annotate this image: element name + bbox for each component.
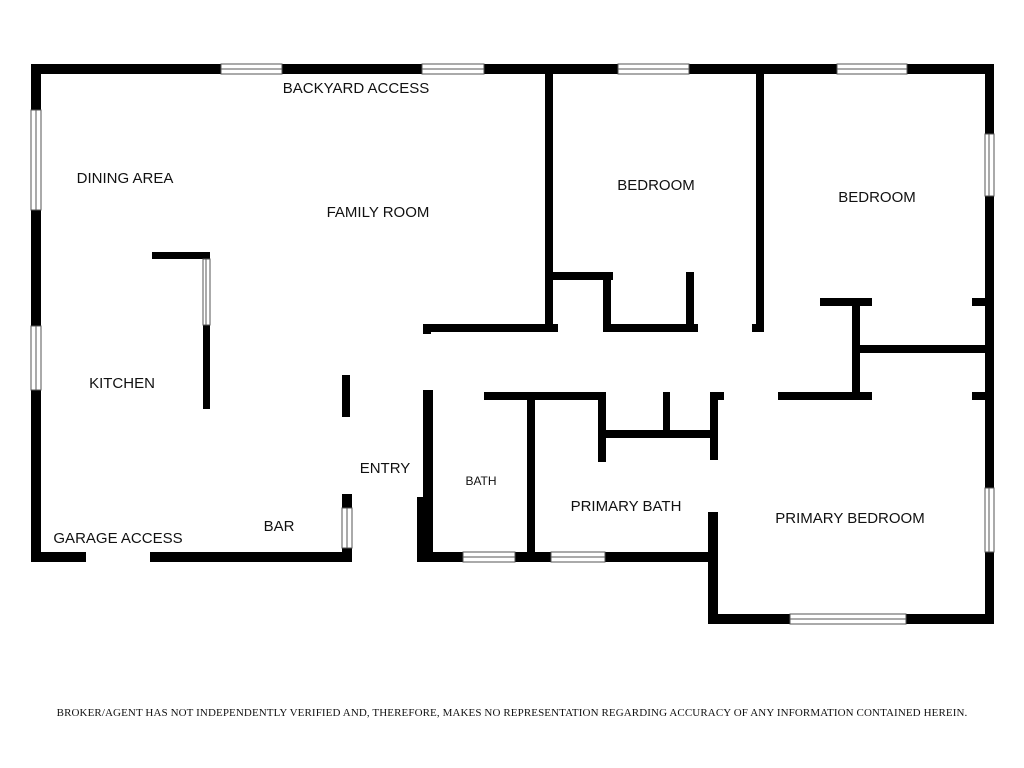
- wall: [985, 552, 994, 622]
- dining-area-label: DINING AREA: [77, 170, 174, 187]
- wall: [515, 552, 551, 562]
- walls: [31, 64, 994, 624]
- wall: [342, 494, 352, 508]
- wall: [545, 272, 613, 280]
- wall: [820, 298, 872, 306]
- wall: [708, 512, 718, 624]
- wall: [31, 64, 41, 110]
- wall: [545, 64, 553, 332]
- wall: [985, 196, 994, 488]
- wall: [282, 64, 422, 74]
- wall: [686, 272, 694, 330]
- wall: [417, 552, 463, 562]
- wall: [423, 324, 558, 332]
- wall: [778, 392, 872, 400]
- wall: [605, 552, 718, 562]
- wall: [31, 64, 221, 74]
- wall: [907, 64, 994, 74]
- backyard-access-label: BACKYARD ACCESS: [283, 80, 429, 97]
- primary-bedroom-label: PRIMARY BEDROOM: [775, 510, 924, 527]
- wall: [906, 614, 994, 624]
- wall: [972, 392, 994, 400]
- family-room-label: FAMILY ROOM: [327, 204, 430, 221]
- kitchen-label: KITCHEN: [89, 375, 155, 392]
- wall: [417, 497, 431, 562]
- wall: [710, 392, 718, 460]
- windows: [30, 63, 995, 625]
- wall: [756, 64, 764, 332]
- disclaimer-text: BROKER/AGENT HAS NOT INDEPENDENTLY VERIF…: [56, 707, 968, 719]
- wall: [603, 272, 611, 332]
- wall: [985, 64, 994, 134]
- bar-label: BAR: [264, 518, 295, 535]
- entry-label: ENTRY: [360, 460, 411, 477]
- bedroom-2-label: BEDROOM: [838, 189, 916, 206]
- wall: [663, 392, 670, 434]
- garage-access-label: GARAGE ACCESS: [53, 530, 182, 547]
- wall: [852, 345, 994, 353]
- wall: [484, 392, 606, 400]
- wall: [710, 392, 724, 400]
- bath-label: BATH: [465, 474, 496, 488]
- wall: [423, 324, 431, 334]
- wall: [342, 548, 352, 562]
- wall: [31, 552, 86, 562]
- wall: [598, 392, 606, 462]
- wall: [203, 325, 210, 409]
- wall: [598, 430, 718, 438]
- wall: [752, 324, 764, 332]
- room-labels: BACKYARD ACCESS DINING AREA FAMILY ROOM …: [53, 80, 924, 547]
- wall: [603, 324, 698, 332]
- wall: [150, 552, 352, 562]
- wall: [342, 375, 350, 417]
- bedroom-1-label: BEDROOM: [617, 177, 695, 194]
- wall: [972, 298, 994, 306]
- primary-bath-label: PRIMARY BATH: [571, 498, 682, 515]
- wall: [31, 210, 41, 326]
- wall: [527, 392, 535, 562]
- wall: [708, 614, 790, 624]
- wall: [152, 252, 210, 259]
- wall: [423, 390, 433, 562]
- wall: [31, 390, 41, 562]
